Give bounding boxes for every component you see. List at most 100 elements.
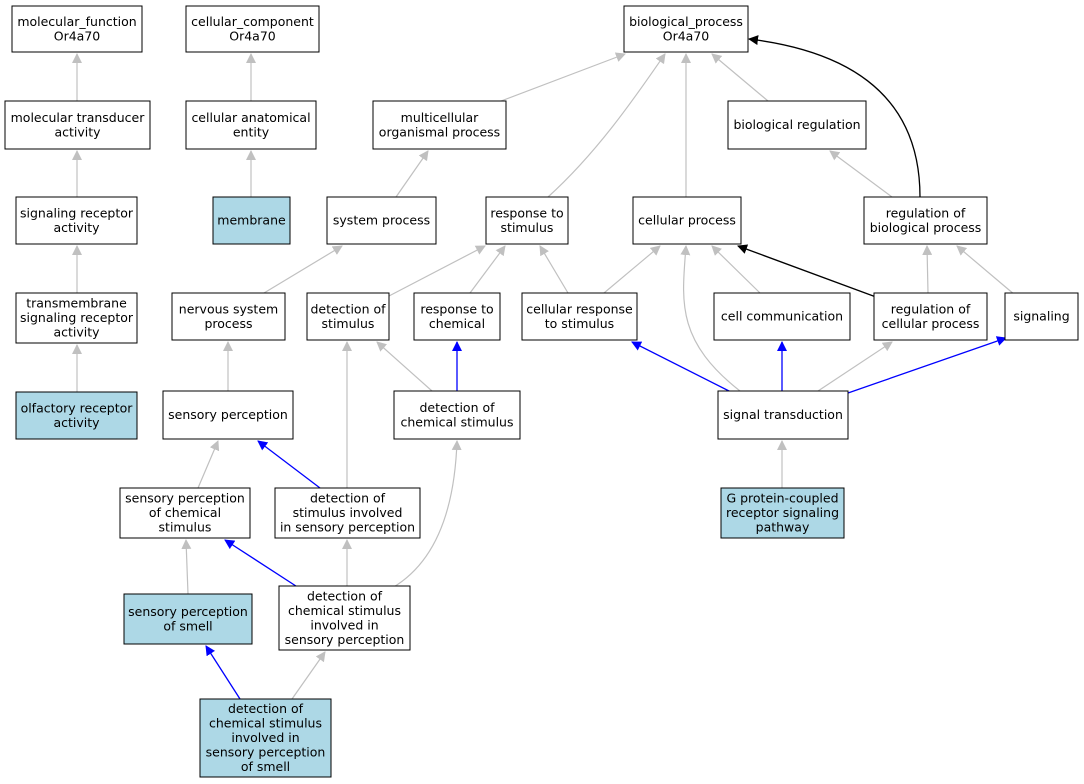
go-term-label-bp-line1: biological_process	[629, 14, 743, 29]
go-term-label-crs-line2: to stimulus	[545, 316, 614, 331]
go-term-label-dcsispos-line1: detection of	[228, 701, 304, 716]
go-term-node-mem[interactable]: membrane	[212, 196, 291, 245]
go-term-box-sp	[162, 390, 294, 440]
go-term-box-rcp	[873, 292, 988, 341]
go-term-box-mem	[212, 196, 291, 245]
go-term-label-dcsisp-line3: involved in	[310, 617, 378, 632]
go-term-label-ora-line2: activity	[53, 415, 100, 430]
go-term-label-rts-line2: stimulus	[501, 220, 554, 235]
go-term-label-cc-line1: cellular_component	[191, 14, 314, 29]
edge-is_a-sig-to-rbp	[956, 245, 1016, 296]
go-term-box-docs	[393, 390, 521, 440]
edge-part_of-dcsispos-to-sps	[205, 645, 241, 700]
go-term-box-mta	[4, 100, 151, 150]
go-term-label-sra-line2: activity	[53, 220, 100, 235]
go-term-label-mf-line1: molecular_function	[17, 14, 136, 29]
go-term-box-nsp	[171, 292, 286, 341]
go-term-label-rts-line1: response to	[490, 205, 563, 220]
go-term-box-sysp	[326, 196, 437, 245]
go-term-box-tsra	[15, 292, 138, 344]
go-term-node-cc2[interactable]: cell communication	[713, 292, 851, 341]
go-term-label-dcsisp-line1: detection of	[307, 588, 383, 603]
go-term-label-sps-line1: sensory perception	[128, 604, 248, 619]
go-term-label-tsra-line2: signaling receptor	[20, 310, 134, 325]
go-term-node-breg[interactable]: biological regulation	[727, 100, 867, 150]
edge-is_a-rts-to-bp	[547, 53, 666, 198]
go-term-label-sysp-line1: system process	[333, 213, 430, 228]
go-term-box-cp	[632, 196, 742, 245]
go-term-box-sig	[1004, 292, 1079, 341]
go-term-node-sp[interactable]: sensory perception	[162, 390, 294, 440]
go-term-box-rtc	[413, 292, 501, 341]
go-term-node-sig[interactable]: signaling	[1004, 292, 1079, 341]
go-term-label-st-line1: signal transduction	[723, 407, 843, 422]
edge-is_a-breg-to-bp	[711, 53, 769, 102]
go-term-label-nsp-line2: process	[204, 316, 252, 331]
go-term-box-gpcr	[720, 487, 845, 539]
go-term-label-rtc-line2: chemical	[429, 316, 485, 331]
go-term-label-cae-line2: entity	[233, 124, 270, 139]
go-term-box-dsisp	[274, 487, 421, 539]
go-term-label-tsra-line3: activity	[53, 325, 100, 340]
go-term-label-docs-line1: detection of	[419, 400, 495, 415]
edge-part_of-st-to-crs	[631, 341, 734, 394]
go-term-box-dcsisp	[278, 585, 411, 651]
edge-is_a-docs-to-dos	[376, 341, 433, 392]
go-term-box-cc2	[713, 292, 851, 341]
go-term-node-st[interactable]: signal transduction	[717, 390, 849, 440]
go-term-box-st	[717, 390, 849, 440]
edge-is_a-mop-to-bp	[500, 52, 626, 102]
edge-is_a-sps-to-spcs	[181, 539, 192, 595]
go-term-label-cae-line1: cellular anatomical	[191, 110, 310, 125]
edge-part_of-dcsisp-to-spcs	[224, 539, 300, 589]
go-term-box-bp	[623, 5, 749, 53]
go-term-node-cp[interactable]: cellular process	[632, 196, 742, 245]
go-term-label-sra-line1: signaling receptor	[20, 205, 134, 220]
go-term-label-dsisp-line2: stimulus involved	[293, 505, 403, 520]
go-term-box-cae	[185, 100, 317, 150]
go-term-label-gpcr-line2: receptor signaling	[726, 505, 839, 520]
go-term-node-sysp[interactable]: system process	[326, 196, 437, 245]
go-term-label-mf-line2: Or4a70	[54, 28, 101, 43]
go-term-label-sps-line2: of smell	[163, 618, 212, 633]
go-term-label-dcsispos-line4: sensory perception	[206, 745, 326, 760]
go-term-label-dcsispos-line2: chemical stimulus	[209, 716, 322, 731]
go-term-label-spcs-line2: of chemical	[149, 505, 221, 520]
go-term-label-dcsispos-line5: of smell	[241, 759, 290, 774]
edge-is_a-nsp-to-sysp	[263, 245, 343, 294]
go-term-box-rbp	[863, 196, 988, 245]
go-term-label-rbp-line1: regulation of	[886, 205, 966, 220]
go-term-label-cp-line1: cellular process	[638, 213, 736, 228]
go-term-label-mop-line1: multicellular	[401, 110, 480, 125]
go-term-label-gpcr-line3: pathway	[756, 520, 810, 535]
go-term-label-dcsispos-line3: involved in	[231, 730, 299, 745]
go-term-label-sp-line1: sensory perception	[168, 407, 288, 422]
go-term-label-ora-line1: olfactory receptor	[21, 400, 134, 415]
edge-part_of-st-to-sig	[847, 336, 1007, 394]
go-term-label-breg-line1: biological regulation	[733, 117, 860, 132]
go-term-label-spcs-line1: sensory perception	[125, 491, 245, 506]
